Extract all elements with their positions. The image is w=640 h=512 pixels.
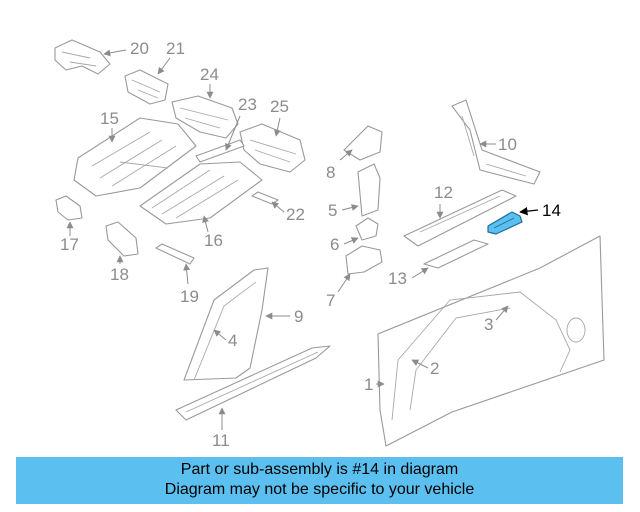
callout-15: 15 (100, 109, 119, 128)
part-20-shape (54, 39, 111, 75)
part-13-shape (423, 239, 489, 269)
info-banner: Part or sub-assembly is #14 in diagram D… (16, 457, 623, 504)
callout-14: 14 (542, 201, 561, 220)
part-23-shape (195, 139, 245, 163)
part-16-shape (139, 161, 263, 225)
parts-diagram: 20 21 24 23 25 15 16 22 17 18 19 8 5 6 7… (54, 39, 605, 450)
part-22-shape (251, 191, 279, 205)
callout-2: 2 (430, 359, 439, 378)
callout-25: 25 (270, 97, 289, 116)
part-10-shape (451, 99, 541, 185)
part-7-shape (345, 245, 383, 275)
callout-4: 4 (228, 331, 237, 350)
part-18-shape (105, 221, 139, 257)
part-21-shape (124, 69, 169, 105)
callout-24: 24 (200, 65, 219, 84)
callout-16: 16 (204, 231, 223, 250)
callout-5: 5 (328, 201, 337, 220)
callout-12: 12 (434, 183, 453, 202)
part-11-shape (175, 345, 331, 421)
callout-13: 13 (388, 269, 407, 288)
part-6-shape (355, 217, 379, 241)
part-25-shape (239, 123, 306, 173)
callout-3: 3 (484, 315, 493, 334)
callout-18: 18 (110, 265, 129, 284)
part-14-shape (487, 211, 523, 235)
callout-1: 1 (364, 375, 373, 394)
part-8-shape (343, 125, 383, 161)
callout-19: 19 (180, 287, 199, 306)
banner-line-1: Part or sub-assembly is #14 in diagram (180, 461, 459, 478)
part-24-shape (171, 95, 239, 139)
callout-20: 20 (130, 39, 149, 58)
callout-7: 7 (326, 291, 335, 310)
callout-6: 6 (330, 235, 339, 254)
part-9-shape (183, 267, 269, 381)
part-5-shape (357, 163, 381, 217)
callout-17: 17 (60, 235, 79, 254)
part-19-shape (155, 243, 195, 265)
callout-10: 10 (498, 135, 517, 154)
callout-21: 21 (166, 39, 185, 58)
part-17-shape (55, 195, 83, 221)
callout-22: 22 (286, 205, 305, 224)
part-12-shape (403, 189, 517, 247)
banner-line-2: Diagram may not be specific to your vehi… (164, 481, 475, 498)
part-15-shape (73, 117, 197, 197)
part-1-shape (377, 235, 605, 447)
callout-9: 9 (294, 307, 303, 326)
callout-8: 8 (326, 163, 335, 182)
callout-23: 23 (238, 95, 257, 114)
callout-11: 11 (212, 431, 230, 450)
